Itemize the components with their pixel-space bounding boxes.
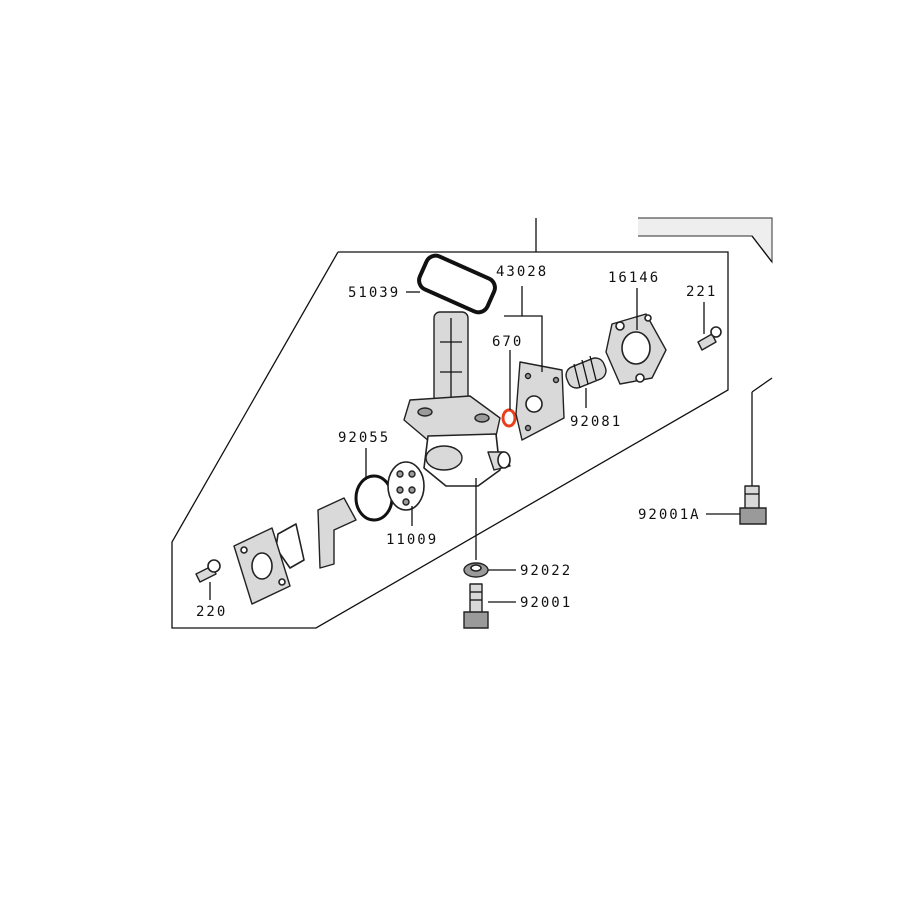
screw-221[interactable] (697, 326, 722, 351)
label-221: 221 (686, 284, 717, 300)
label-92001a: 92001A (638, 507, 701, 523)
label-220: 220 (196, 604, 227, 620)
label-11009: 11009 (386, 532, 438, 548)
label-92001: 92001 (520, 595, 572, 611)
bolt-92001[interactable] (463, 583, 489, 629)
fuel-tap-body[interactable] (403, 311, 511, 487)
assembly-frame (171, 217, 773, 629)
gasket-51039[interactable] (416, 253, 498, 316)
o-ring-670[interactable] (501, 408, 517, 428)
cover-plate[interactable] (233, 527, 291, 605)
leader-lines (209, 286, 740, 603)
spring-92081[interactable] (563, 355, 608, 390)
o-ring-92055[interactable] (354, 474, 394, 522)
label-16146: 16146 (608, 270, 660, 286)
label-51039: 51039 (348, 285, 400, 301)
label-670: 670 (492, 334, 523, 350)
diaphragm-43028[interactable] (515, 361, 565, 441)
label-92022: 92022 (520, 563, 572, 579)
label-92081: 92081 (570, 414, 622, 430)
lever[interactable] (317, 497, 357, 569)
filter-11009[interactable] (387, 461, 425, 511)
cover-16146[interactable] (605, 313, 667, 385)
label-43028: 43028 (496, 264, 548, 280)
part-labels: 51039 43028 16146 221 670 92081 92055 11… (196, 264, 717, 620)
bolt-92001a[interactable] (739, 485, 767, 525)
label-92055: 92055 (338, 430, 390, 446)
screw-220[interactable] (195, 559, 221, 583)
washer-92022[interactable] (463, 562, 489, 578)
